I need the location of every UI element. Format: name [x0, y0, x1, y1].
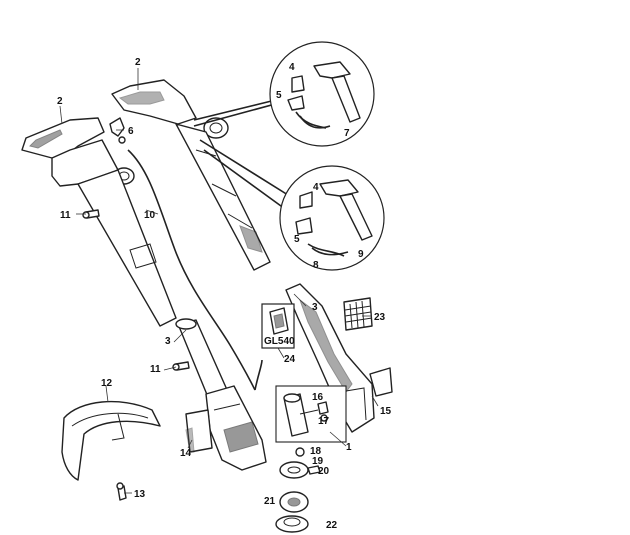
callout-16: 16 — [312, 392, 324, 403]
callout-8: 8 — [313, 260, 319, 271]
callout-23: 23 — [374, 312, 386, 323]
callout-4-upper: 4 — [289, 62, 295, 73]
callout-17: 17 — [318, 416, 330, 427]
detail-circle-upper — [269, 41, 375, 147]
callout-5-lower: 5 — [294, 234, 300, 245]
handle-left-part-2 — [21, 117, 135, 187]
callout-20: 20 — [318, 466, 330, 477]
screw-part-11-upper — [82, 209, 100, 219]
callout-3-right: 3 — [312, 302, 318, 313]
guard-part-12 — [61, 400, 161, 481]
callout-18: 18 — [310, 446, 322, 457]
callout-7: 7 — [344, 128, 350, 139]
inner-shaft — [175, 123, 271, 271]
callout-10: 10 — [144, 210, 156, 221]
callout-4-lower: 4 — [313, 182, 319, 193]
callout-24: 24 — [284, 354, 296, 365]
callout-14: 14 — [180, 448, 192, 459]
callout-11-upper: 11 — [60, 210, 71, 221]
callout-3-left: 3 — [165, 336, 171, 347]
main-shaft — [77, 169, 177, 327]
handle-top-part-2 — [111, 79, 229, 139]
motor-detail-box — [275, 385, 347, 443]
leader-lines — [59, 68, 379, 494]
callout-5-upper: 5 — [276, 90, 282, 101]
cord-clip-part-6 — [109, 117, 126, 144]
callout-6: 6 — [128, 126, 134, 137]
model-tag: GL540 — [264, 336, 295, 347]
callout-13: 13 — [134, 489, 146, 500]
callout-21: 21 — [264, 496, 276, 507]
callout-19: 19 — [312, 456, 324, 467]
screw-part-13 — [116, 482, 127, 501]
housing-right-part-3 — [285, 283, 375, 433]
callout-15: 15 — [380, 406, 392, 417]
callout-2-top: 2 — [135, 57, 141, 68]
callout-2-left: 2 — [57, 96, 63, 107]
detail-circle-lower — [279, 165, 385, 271]
label-sheet-part-14 — [185, 409, 213, 453]
screw-part-11-lower — [172, 361, 190, 371]
callout-12: 12 — [101, 378, 113, 389]
cable-part-10 — [127, 149, 256, 391]
motor-housing-left — [205, 385, 267, 471]
side-pad-part-15 — [369, 367, 393, 397]
callout-11-lower: 11 — [150, 364, 161, 375]
callout-1: 1 — [346, 442, 352, 453]
spool-parts — [275, 447, 321, 533]
callout-9: 9 — [358, 249, 364, 260]
callout-22: 22 — [326, 520, 338, 531]
switch-clip-part-24 — [261, 303, 295, 349]
grid-label-part-23 — [343, 297, 373, 331]
